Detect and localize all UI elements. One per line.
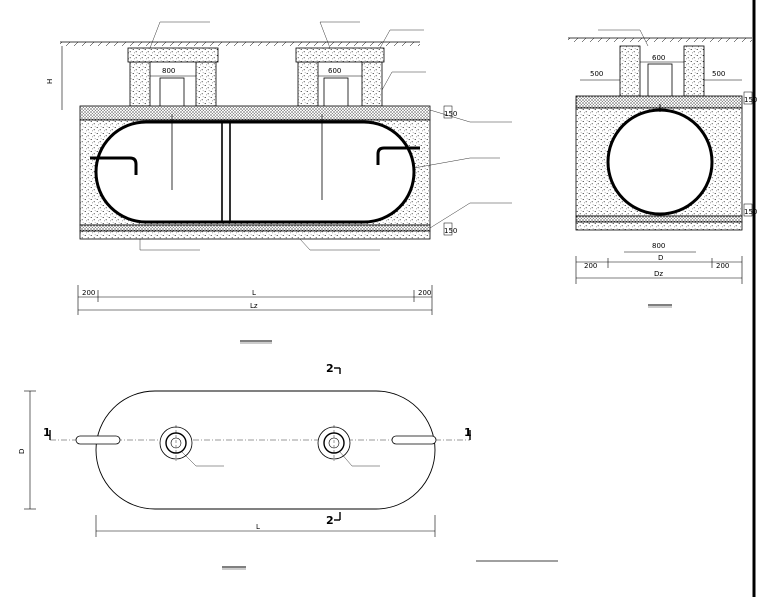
dim-tick-150-top xyxy=(443,105,453,119)
riser-left-wall xyxy=(129,61,151,107)
dim-d: D xyxy=(658,254,663,262)
riser-left-cap xyxy=(127,47,219,63)
dim-150-2top: 150 xyxy=(744,96,757,104)
bottom-bedding-2 xyxy=(575,215,743,223)
dim-h: H xyxy=(46,79,54,84)
tank-body xyxy=(94,120,416,224)
dim-600: 600 xyxy=(328,67,341,75)
riser-right-cap xyxy=(295,47,385,63)
top-slab xyxy=(79,105,431,121)
riser-right-wall xyxy=(297,61,319,107)
bottom-base-2 xyxy=(575,221,743,231)
ground-hatch xyxy=(60,42,420,46)
dim-200-2l: 200 xyxy=(584,262,597,270)
dim-500-left: 500 xyxy=(590,70,603,78)
inlet-elbow xyxy=(90,156,138,175)
dim-200-right: 200 xyxy=(418,289,431,297)
dim-l-plan: L xyxy=(256,523,260,531)
tank-circle-2 xyxy=(606,108,714,216)
section-2-2: 600 500 500 150 150 800 200 D 200 Dz xyxy=(568,29,757,308)
riser-2-wall-r xyxy=(683,45,705,97)
dim-lz: Lz xyxy=(250,302,258,310)
dim-150-2bot: 150 xyxy=(744,208,757,216)
outlet-pipe xyxy=(391,435,437,445)
dim-800: 800 xyxy=(162,67,175,75)
plan-view: 1 1 2 2 D L xyxy=(18,362,472,570)
leader-6 xyxy=(413,157,471,169)
outlet-elbow xyxy=(376,146,420,165)
dim-500-right: 500 xyxy=(712,70,725,78)
section-marker-2-bottom: 2 xyxy=(326,514,334,527)
leader-5 xyxy=(429,109,471,123)
section-marker-1-right: 1 xyxy=(464,426,472,439)
dim-200-left: 200 xyxy=(82,289,95,297)
riser-2-wall-l xyxy=(619,45,641,97)
tank-plan-outline xyxy=(95,390,436,510)
bottom-base xyxy=(79,230,431,240)
dim-dz: Dz xyxy=(654,270,663,278)
dim-d-plan: D xyxy=(18,449,26,454)
dim-600-2: 600 xyxy=(652,54,665,62)
leader-2 xyxy=(319,21,331,49)
leader-1 xyxy=(149,21,161,49)
dim-150-top: 150 xyxy=(444,110,457,118)
riser-right-wall-r xyxy=(361,61,383,107)
section-marker-2-top: 2 xyxy=(326,362,334,375)
section-1-1: H 800 600 150 150 xyxy=(46,21,512,344)
leader-7 xyxy=(429,202,471,229)
top-slab-2 xyxy=(575,95,743,109)
dim-tick-150-bot xyxy=(443,222,453,236)
leader-9 xyxy=(299,238,311,251)
dim-l: L xyxy=(252,289,256,297)
inlet-pipe xyxy=(75,435,121,445)
dim-800-base: 800 xyxy=(652,242,665,250)
leader-3 xyxy=(379,29,391,49)
dim-200-2r: 200 xyxy=(716,262,729,270)
section-marker-1-left: 1 xyxy=(43,426,51,439)
dim-150-bot: 150 xyxy=(444,227,457,235)
bottom-bedding xyxy=(79,224,431,232)
riser-left-wall-r xyxy=(195,61,217,107)
leader-4 xyxy=(381,71,393,91)
